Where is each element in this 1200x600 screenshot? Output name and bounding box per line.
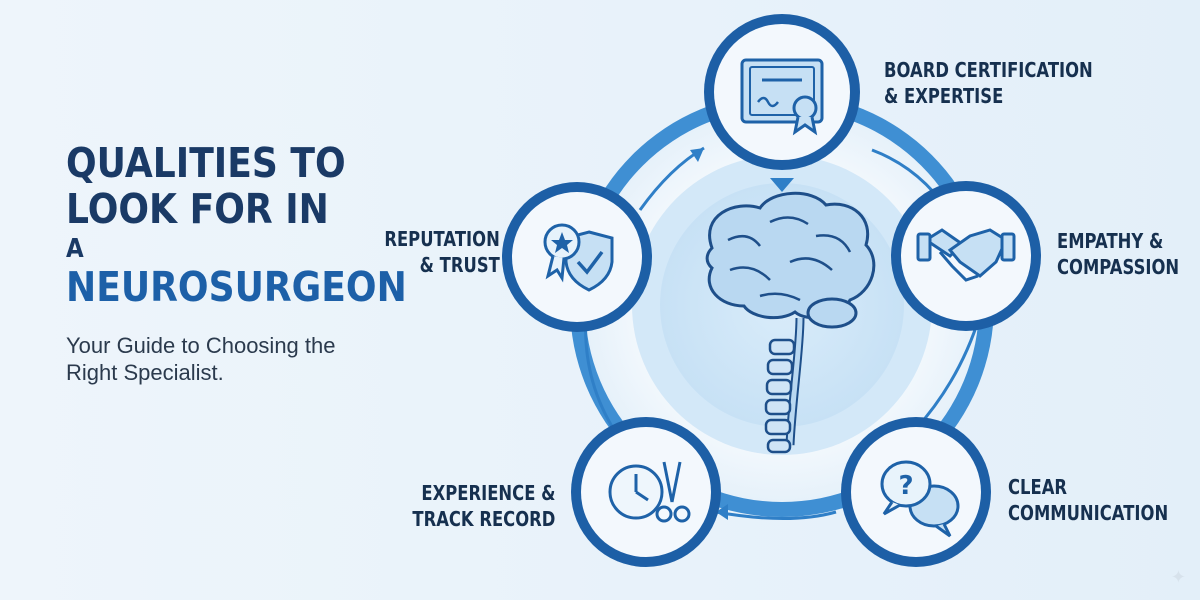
quality-label-line: REPUTATION bbox=[384, 227, 500, 251]
quality-label-line: COMPASSION bbox=[1057, 255, 1180, 279]
quality-label-line: EMPATHY & bbox=[1057, 229, 1164, 253]
svg-text:?: ? bbox=[898, 471, 913, 501]
arrowhead-5 bbox=[690, 148, 704, 162]
speech-bubbles-icon: ? bbox=[880, 460, 960, 538]
quality-label-line: TRACK RECORD bbox=[411, 507, 555, 531]
quality-label-empathy: EMPATHY & COMPASSION bbox=[1057, 228, 1179, 280]
spine-vertebrae bbox=[764, 338, 796, 454]
quality-label-line: & EXPERTISE bbox=[884, 84, 1004, 108]
title-block: QUALITIES TO LOOK FOR IN A NEUROSURGEON … bbox=[66, 140, 466, 386]
quality-label-line: COMMUNICATION bbox=[1008, 501, 1169, 525]
node-board-certification bbox=[704, 14, 860, 170]
arrow-3 bbox=[715, 510, 837, 520]
quality-label-communication: CLEAR COMMUNICATION bbox=[1008, 474, 1168, 526]
quality-label-experience: EXPERIENCE & TRACK RECORD bbox=[412, 480, 555, 532]
brain-spine-icon bbox=[705, 191, 876, 446]
arrowhead-3 bbox=[716, 504, 728, 520]
node-reputation bbox=[502, 182, 652, 332]
node-clear-communication: ? bbox=[841, 417, 991, 567]
page-title-line-3: A bbox=[66, 234, 84, 264]
clock-scissors-icon bbox=[608, 461, 691, 523]
subtitle: Your Guide to Choosing the Right Special… bbox=[66, 333, 336, 385]
quality-label-line: CLEAR bbox=[1008, 475, 1068, 499]
page-title-line-2: LOOK FOR IN bbox=[66, 185, 329, 233]
sparkle-icon: ✦ bbox=[1170, 567, 1186, 587]
quality-label-reputation: REPUTATION & TRUST bbox=[385, 226, 500, 278]
badge-shield-icon bbox=[543, 223, 614, 292]
handshake-icon bbox=[916, 228, 1016, 282]
quality-label-board-certification: BOARD CERTIFICATION & EXPERTISE bbox=[884, 57, 1093, 109]
quality-label-line: & TRUST bbox=[419, 253, 500, 277]
quality-label-line: BOARD CERTIFICATION bbox=[884, 58, 1093, 82]
node-empathy bbox=[891, 181, 1041, 331]
page-title-line-4: NEUROSURGEON bbox=[66, 263, 407, 311]
node-experience bbox=[571, 417, 721, 567]
certificate-icon bbox=[740, 58, 824, 136]
arrowhead-top bbox=[770, 178, 794, 192]
quality-label-line: EXPERIENCE & bbox=[421, 481, 555, 505]
page-title-line-1: QUALITIES TO bbox=[66, 139, 346, 187]
